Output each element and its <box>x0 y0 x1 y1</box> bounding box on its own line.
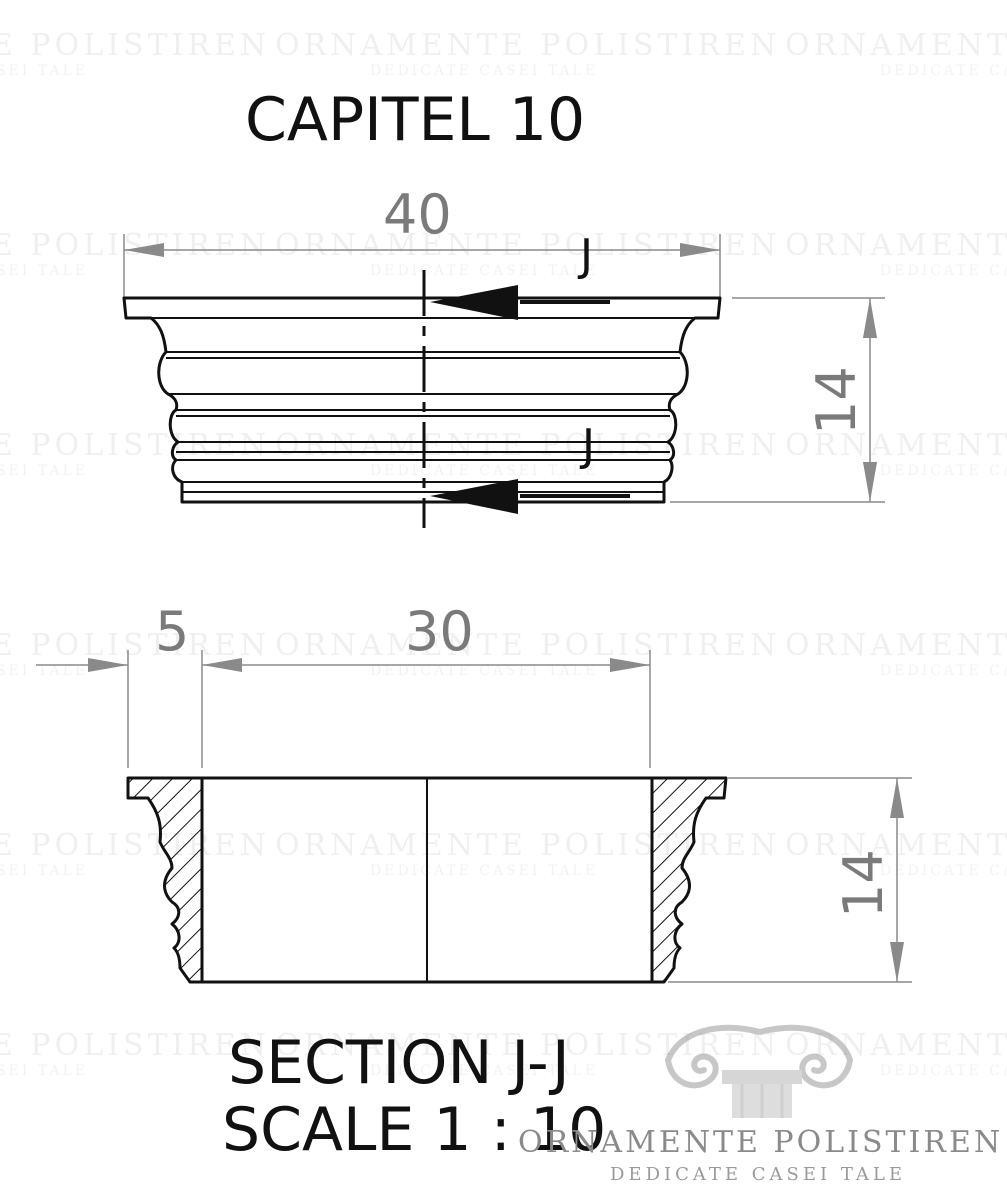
watermark-tagline-text: DEDICATE CASEI TALE <box>0 63 88 79</box>
watermark-brand-text: ORNAMENTE POLISTIREN <box>275 628 780 663</box>
section-label: SECTION J-J <box>228 1028 570 1098</box>
section-height-arrow-top <box>890 778 904 818</box>
watermark-tagline-text: DEDICATE CASEI TALE <box>370 463 598 479</box>
watermark-tagline-text: DEDICATE CASEI TALE <box>0 863 88 879</box>
height-dim-label: 14 <box>805 366 868 435</box>
drawing-title: CAPITEL 10 <box>245 85 585 155</box>
section-marker-top: J <box>577 230 593 281</box>
brand-logo: ORNAMENTE POLISTIREN DEDICATE CASEI TALE <box>518 1024 1003 1185</box>
section-arrow-bottom-head <box>430 479 518 514</box>
section-right-profile <box>650 776 728 984</box>
watermark-brand-text: ORNAMENTE POLISTIREN <box>0 28 270 63</box>
section-height-label: 14 <box>832 849 895 918</box>
height-dim-arrow-top <box>863 298 877 338</box>
watermark-tagline-text: DEDICATE CASEI TALE <box>880 863 1007 879</box>
watermark-brand-text: ORNAMENTE POLISTIREN <box>275 228 780 263</box>
dim-arrow-30-right <box>610 658 650 672</box>
watermark-brand-text: ORNAMENTE POLISTIREN <box>785 28 1007 63</box>
dim-arrow-5-right <box>202 658 242 672</box>
watermark-brand-text: ORNAMENTE POLISTIREN <box>785 428 1007 463</box>
watermark-brand-text: ORNAMENTE POLISTIREN <box>785 228 1007 263</box>
width-dim-arrow-left <box>124 243 164 257</box>
scale-label: SCALE 1 : 10 <box>222 1095 606 1165</box>
dim-label-5: 5 <box>155 600 189 663</box>
top-view: 40 14 J J <box>122 183 885 528</box>
section-left-profile <box>126 776 204 984</box>
watermark-brand-text: ORNAMENTE POLISTIREN <box>0 1028 270 1063</box>
watermark-tagline-text: DEDICATE CASEI TALE <box>370 1063 598 1079</box>
watermark-brand-text: ORNAMENTE POLISTIREN <box>0 228 270 263</box>
watermark-tagline-text: DEDICATE CASEI TALE <box>0 463 88 479</box>
watermark-tagline-text: DEDICATE CASEI TALE <box>0 1063 88 1079</box>
capital-profile <box>122 296 722 504</box>
width-dim-arrow-right <box>680 243 720 257</box>
watermark-tagline-text: DEDICATE CASEI TALE <box>880 63 1007 79</box>
watermark-tagline-text: DEDICATE CASEI TALE <box>0 263 88 279</box>
watermark-brand-text: ORNAMENTE POLISTIREN <box>275 28 780 63</box>
watermark-tagline-text: DEDICATE CASEI TALE <box>0 663 88 679</box>
watermark-tagline-text: DEDICATE CASEI TALE <box>880 463 1007 479</box>
width-dim-label: 40 <box>383 183 452 246</box>
section-arrow-top-head <box>430 285 518 320</box>
watermark-tagline-text: DEDICATE CASEI TALE <box>370 663 598 679</box>
watermark-tagline-text: DEDICATE CASEI TALE <box>880 663 1007 679</box>
section-view: 5 30 14 <box>36 600 912 984</box>
watermark-brand-text: ORNAMENTE POLISTIREN <box>0 428 270 463</box>
logo-brand-text: ORNAMENTE POLISTIREN <box>518 1125 1003 1160</box>
dim-arrow-5-left <box>88 658 128 672</box>
watermark-tagline-text: DEDICATE CASEI TALE <box>880 263 1007 279</box>
watermark-brand-text: ORNAMENTE POLISTIREN <box>0 828 270 863</box>
height-dim-arrow-bottom <box>863 462 877 502</box>
section-marker-bottom: J <box>579 420 595 471</box>
watermark-brand-text: ORNAMENTE POLISTIREN <box>275 828 780 863</box>
watermark-brand-text: ORNAMENTE POLISTIREN <box>275 428 780 463</box>
watermark-tagline-text: DEDICATE CASEI TALE <box>370 863 598 879</box>
dim-label-30: 30 <box>405 600 474 663</box>
watermark-brand-text: ORNAMENTE POLISTIREN <box>0 628 270 663</box>
watermark-brand-text: ORNAMENTE POLISTIREN <box>785 828 1007 863</box>
watermark-tagline-text: DEDICATE CASEI TALE <box>370 63 598 79</box>
logo-tagline-text: DEDICATE CASEI TALE <box>610 1164 906 1185</box>
ionic-capital-logo-icon <box>665 1024 854 1118</box>
watermark-tagline-text: DEDICATE CASEI TALE <box>370 263 598 279</box>
watermark-tagline-text: DEDICATE CASEI TALE <box>880 1063 1007 1079</box>
watermark-brand-text: ORNAMENTE POLISTIREN <box>785 628 1007 663</box>
section-height-arrow-bottom <box>890 942 904 982</box>
